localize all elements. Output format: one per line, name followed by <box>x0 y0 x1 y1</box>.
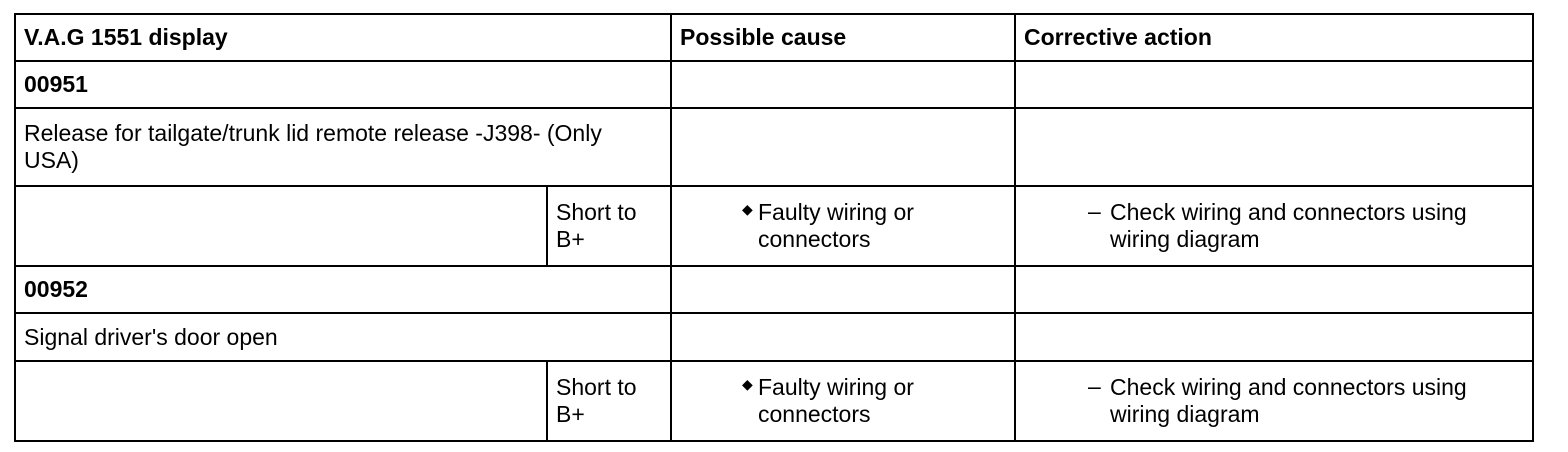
fault-description-row: Release for tailgate/trunk lid remote re… <box>14 107 1534 187</box>
fault-detail-row: Short to B+ ◆ Faulty wiring or connector… <box>14 185 1534 267</box>
fault-type: Short to B+ <box>546 360 672 442</box>
fault-code-row: 00951 <box>14 60 1534 109</box>
empty-cell <box>1014 60 1534 109</box>
empty-cell <box>670 312 1016 362</box>
header-display: V.A.G 1551 display <box>14 13 672 62</box>
possible-cause-item: ◆ Faulty wiring or connectors <box>680 374 1006 428</box>
header-possible-cause: Possible cause <box>670 13 1016 62</box>
corrective-action-text: Check wiring and connectors using wiring… <box>1110 374 1467 427</box>
empty-cell <box>1014 107 1534 187</box>
possible-cause-cell: ◆ Faulty wiring or connectors <box>670 360 1016 442</box>
empty-cell <box>1014 312 1534 362</box>
corrective-action-item: – Check wiring and connectors using wiri… <box>1024 374 1524 428</box>
corrective-action-item: – Check wiring and connectors using wiri… <box>1024 199 1524 253</box>
possible-cause-item: ◆ Faulty wiring or connectors <box>680 199 1006 253</box>
empty-cell <box>670 265 1016 314</box>
table-header-row: V.A.G 1551 display Possible cause Correc… <box>14 13 1534 62</box>
fault-code: 00952 <box>14 265 672 314</box>
diamond-bullet-icon: ◆ <box>742 376 753 392</box>
dash-bullet-icon: – <box>1088 373 1101 399</box>
possible-cause-text: Faulty wiring or connectors <box>758 199 914 252</box>
fault-description-row: Signal driver's door open <box>14 312 1534 362</box>
empty-cell <box>670 60 1016 109</box>
corrective-action-cell: – Check wiring and connectors using wiri… <box>1014 185 1534 267</box>
diamond-bullet-icon: ◆ <box>742 201 753 217</box>
corrective-action-cell: – Check wiring and connectors using wiri… <box>1014 360 1534 442</box>
fault-code-table: V.A.G 1551 display Possible cause Correc… <box>14 13 1534 442</box>
possible-cause-cell: ◆ Faulty wiring or connectors <box>670 185 1016 267</box>
header-corrective-action: Corrective action <box>1014 13 1534 62</box>
fault-detail-row: Short to B+ ◆ Faulty wiring or connector… <box>14 360 1534 442</box>
fault-description: Signal driver's door open <box>14 312 672 362</box>
empty-cell <box>14 185 548 267</box>
fault-code-row: 00952 <box>14 265 1534 314</box>
corrective-action-text: Check wiring and connectors using wiring… <box>1110 199 1467 252</box>
fault-code: 00951 <box>14 60 672 109</box>
dash-bullet-icon: – <box>1088 198 1101 224</box>
possible-cause-text: Faulty wiring or connectors <box>758 374 914 427</box>
empty-cell <box>14 360 548 442</box>
empty-cell <box>1014 265 1534 314</box>
empty-cell <box>670 107 1016 187</box>
fault-type: Short to B+ <box>546 185 672 267</box>
fault-description: Release for tailgate/trunk lid remote re… <box>14 107 672 187</box>
